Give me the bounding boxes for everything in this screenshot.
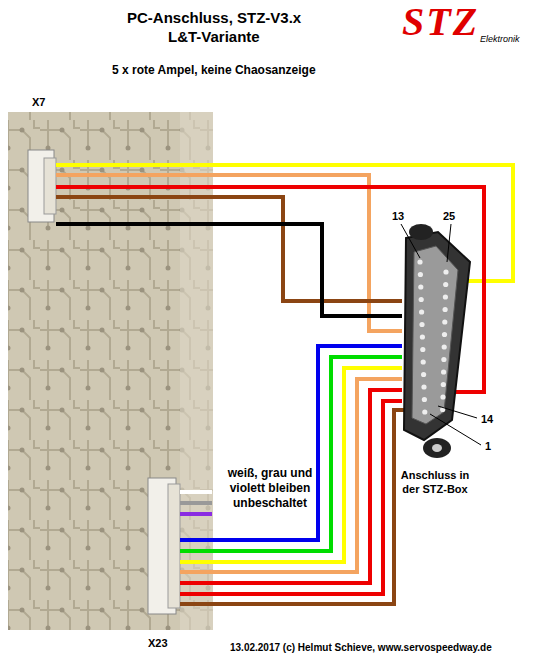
pin — [442, 319, 447, 324]
pin — [440, 394, 445, 399]
pin — [422, 409, 427, 414]
pin — [443, 282, 448, 287]
pin — [417, 259, 422, 264]
pin — [421, 372, 426, 377]
pin — [443, 269, 448, 274]
pin — [421, 359, 426, 364]
pin — [441, 369, 446, 374]
x23-connector — [148, 478, 180, 614]
pin-number: 13 — [392, 210, 404, 222]
pin — [422, 397, 427, 402]
pin — [420, 347, 425, 352]
pin — [443, 307, 448, 312]
location-note: Anschluss in der STZ-Box — [392, 468, 478, 496]
pin — [419, 322, 424, 327]
pin — [441, 357, 446, 362]
pin — [443, 294, 448, 299]
footer: 13.02.2017 (c) Helmut Schieve, www.servo… — [230, 642, 492, 653]
db25-connector — [404, 224, 470, 458]
pin — [442, 344, 447, 349]
x23-wires — [180, 346, 404, 604]
note: weiß, grau und violett bleiben unbeschal… — [222, 466, 318, 511]
pin — [419, 309, 424, 314]
pin — [420, 334, 425, 339]
pin — [421, 384, 426, 389]
pin-number: 25 — [443, 210, 455, 222]
connector-name: X23 — [148, 637, 168, 649]
x7-connector — [28, 150, 56, 222]
subtitle-note: 5 x rote Ampel, keine Chaosanzeige — [112, 63, 316, 77]
subtitle: L&T-Variante — [168, 28, 260, 45]
connector-name: X7 — [32, 96, 45, 108]
pin — [441, 382, 446, 387]
logo-subtext: Elektronik — [480, 34, 520, 44]
pin-number: 14 — [481, 413, 493, 425]
pin — [419, 297, 424, 302]
title: PC-Anschluss, STZ-V3.x — [127, 9, 301, 26]
logo-text: STZ — [402, 0, 479, 45]
pin — [418, 284, 423, 289]
pin — [418, 272, 423, 277]
pin-number: 1 — [485, 440, 491, 452]
pin — [442, 332, 447, 337]
pin-leaders — [401, 224, 481, 445]
